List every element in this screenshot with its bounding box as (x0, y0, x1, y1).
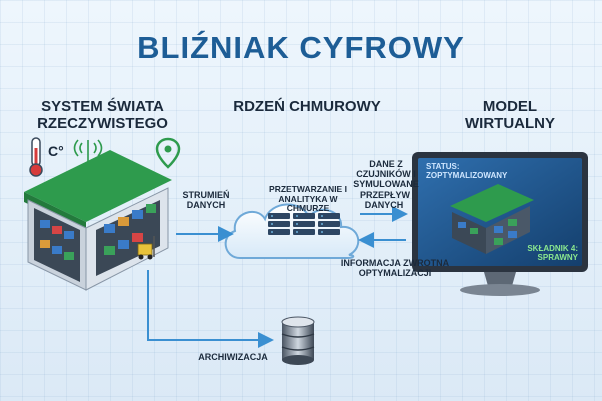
sensor-data-label: DANE Z CZUJNIKÓW I SYMULOWANE (353, 159, 419, 189)
virtual-model-heading: MODEL WIRTUALNY (465, 98, 555, 132)
thermometer-icon (29, 137, 43, 177)
data-flow-label: PRZEPŁYW DANYCH (360, 190, 411, 210)
cloud-illustration (224, 203, 360, 259)
database-icon (281, 316, 315, 365)
component-readout: SKŁADNIK 4: SPRAWNY (527, 244, 578, 262)
virtual-warehouse-model (450, 184, 534, 254)
forklift-icon (137, 236, 155, 260)
cloud-core-heading: RDZEŃ CHMUROWY (233, 98, 381, 115)
arrow-archive (147, 270, 274, 348)
diagram-title: BLIŹNIAK CYFROWY (137, 30, 465, 65)
antenna-icon (73, 139, 103, 162)
physical-system-heading: SYSTEM ŚWIATA RZECZYWISTEGO (37, 98, 168, 132)
warehouse-illustration (24, 150, 172, 291)
data-stream-label: STRUMIEŃ DANYCH (182, 190, 230, 210)
status-readout: STATUS: ZOPTYMALIZOWANY (426, 162, 508, 180)
feedback-label: INFORMACJA ZWROTNA OPTYMALIZACJI (340, 258, 450, 278)
location-pin-icon (155, 137, 181, 169)
temperature-unit-label: C° (48, 143, 64, 159)
cloud-processing-label: PRZETWARZANIE I ANALITYKA W CHMURZE (269, 184, 347, 213)
monitor-illustration (412, 152, 588, 296)
archive-label: ARCHIWIZACJA (198, 352, 268, 362)
